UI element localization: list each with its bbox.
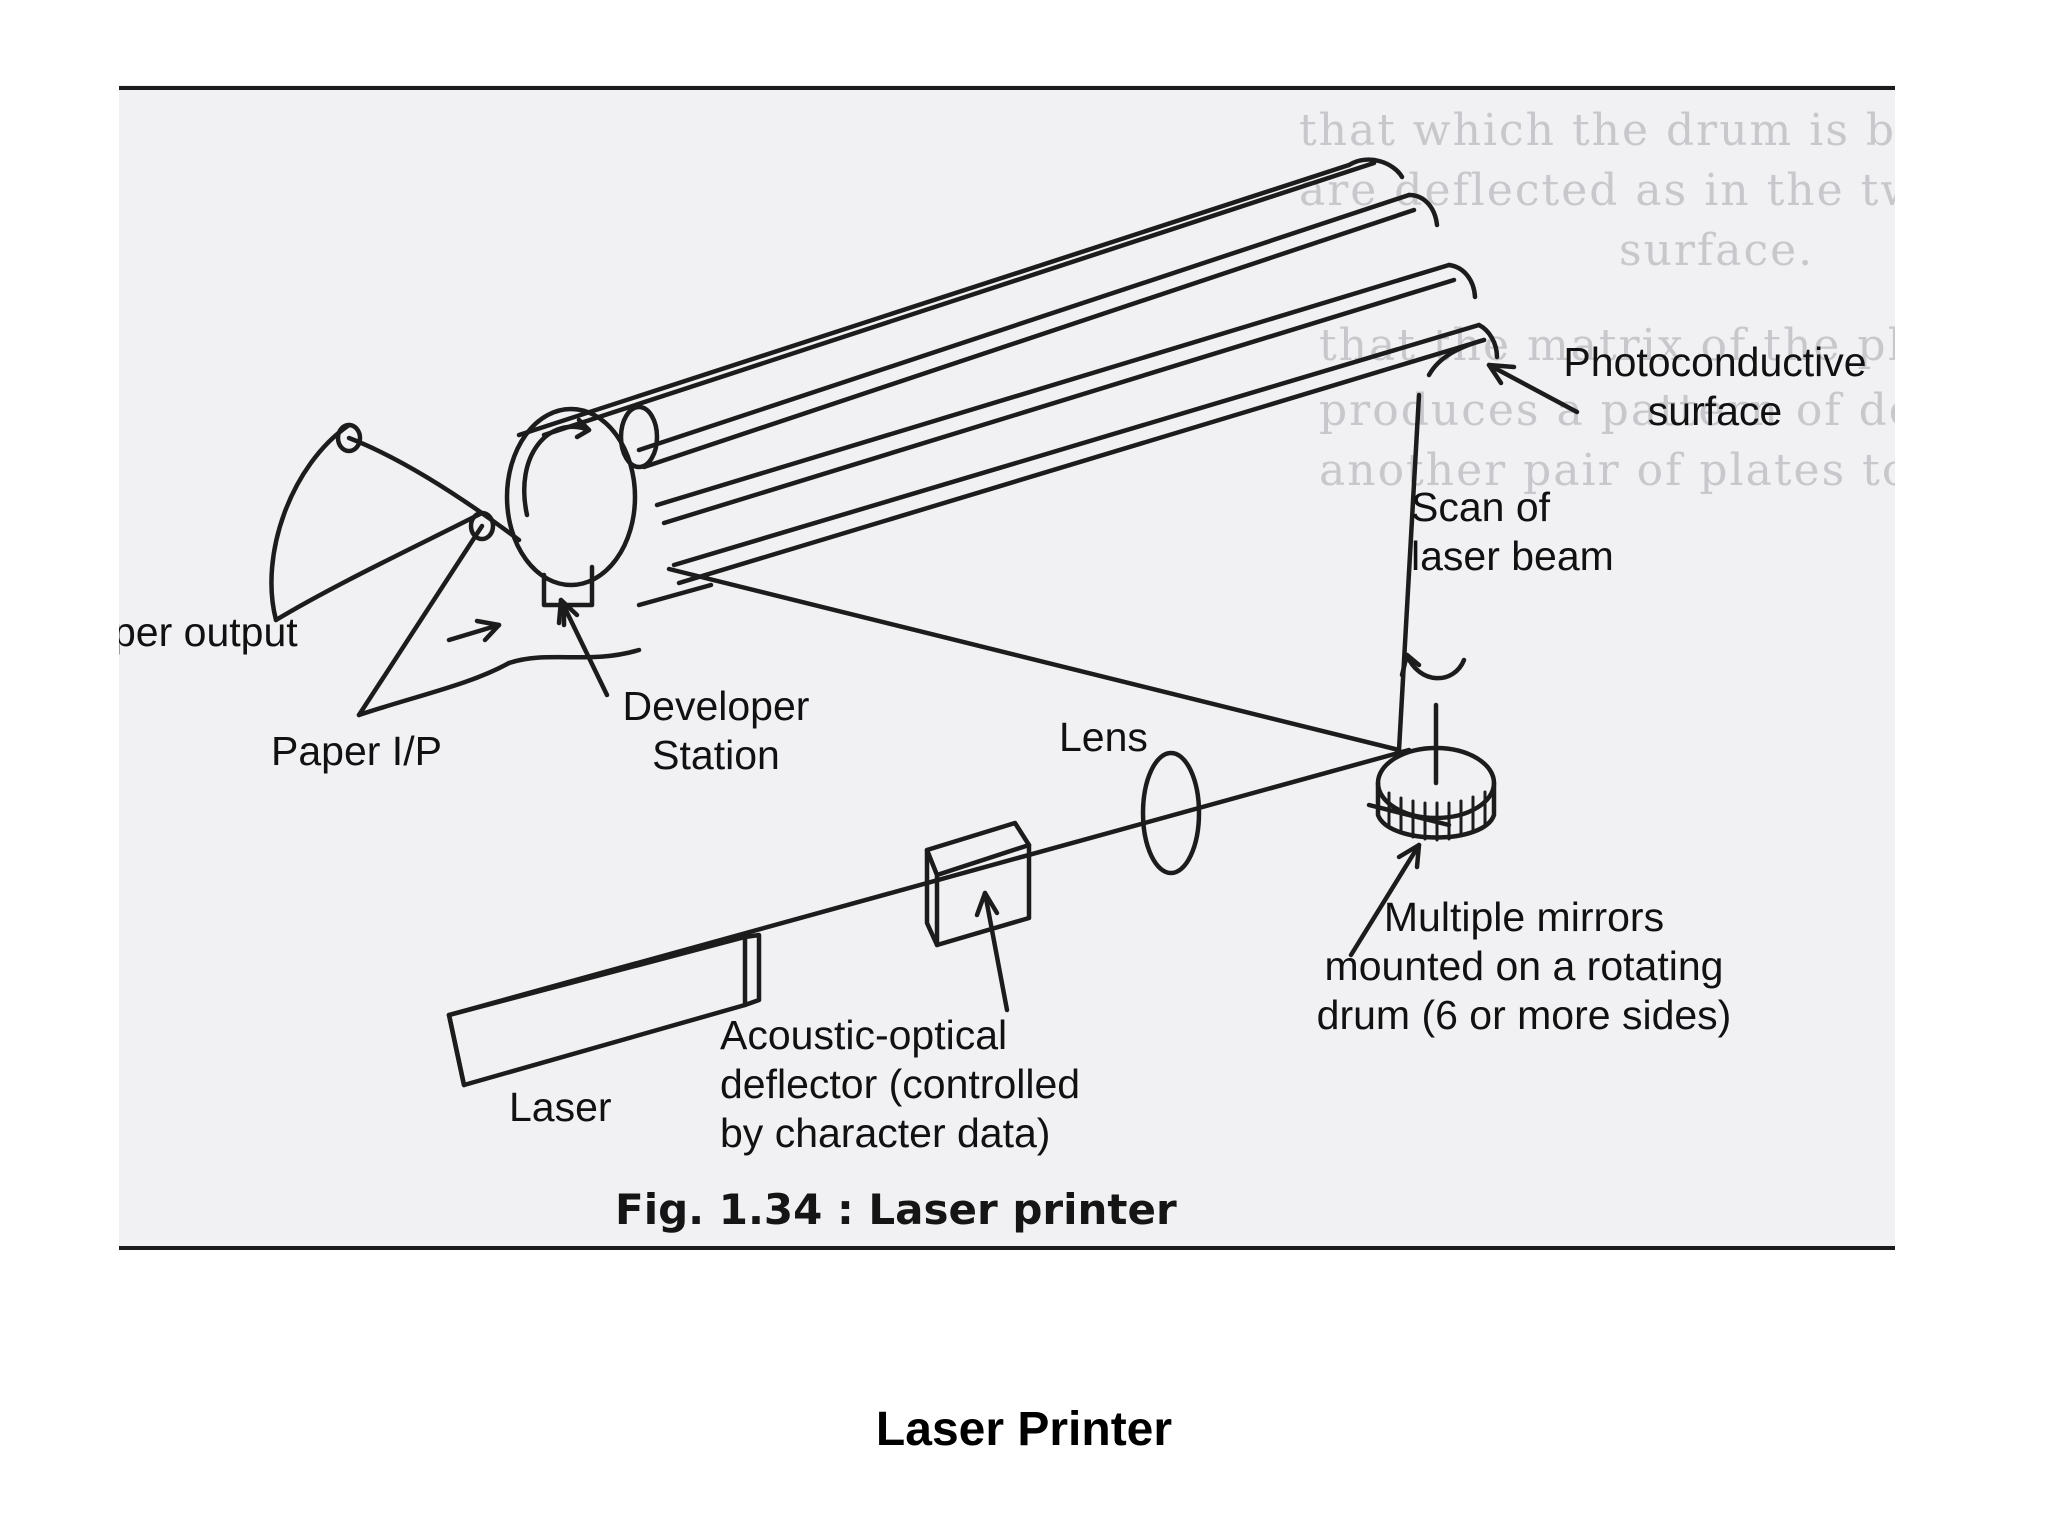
lens-label: Lens: [1059, 714, 1148, 760]
bleed-through-line: that which the drum is based on into cir…: [1299, 105, 1895, 156]
multiple-mirrors-label: Multiple mirrors mounted on a rotating d…: [1316, 894, 1732, 1039]
acoustic-optical-deflector-label: Acoustic-optical deflector (controlled b…: [720, 1012, 1081, 1157]
developer-station-label: Developer Station: [622, 683, 810, 779]
laser-optics: [446, 392, 1422, 1088]
paper-input-label: Paper I/P: [271, 728, 442, 774]
photoconductive-drum: [335, 157, 1500, 588]
pointer-arrows: [446, 362, 1580, 1013]
laser-label: Laser: [509, 1084, 612, 1130]
photoconductive-surface-label: Photoconductive surface: [1563, 339, 1867, 435]
slide-title: Laser Printer: [875, 1403, 1173, 1456]
mirror-drum: [1375, 652, 1497, 842]
paper-output-label: per output: [119, 609, 298, 655]
scanned-figure: that which the drum is based on into cir…: [119, 85, 1895, 1250]
figure-caption: Fig. 1.34 : Laser printer: [615, 1185, 1177, 1234]
scan-of-laser-beam-label: Scan of laser beam: [1411, 484, 1614, 580]
paper-path: [269, 422, 642, 718]
laser-printer-diagram: [119, 86, 1895, 1250]
bleed-through-line: surface.: [1619, 225, 1815, 276]
